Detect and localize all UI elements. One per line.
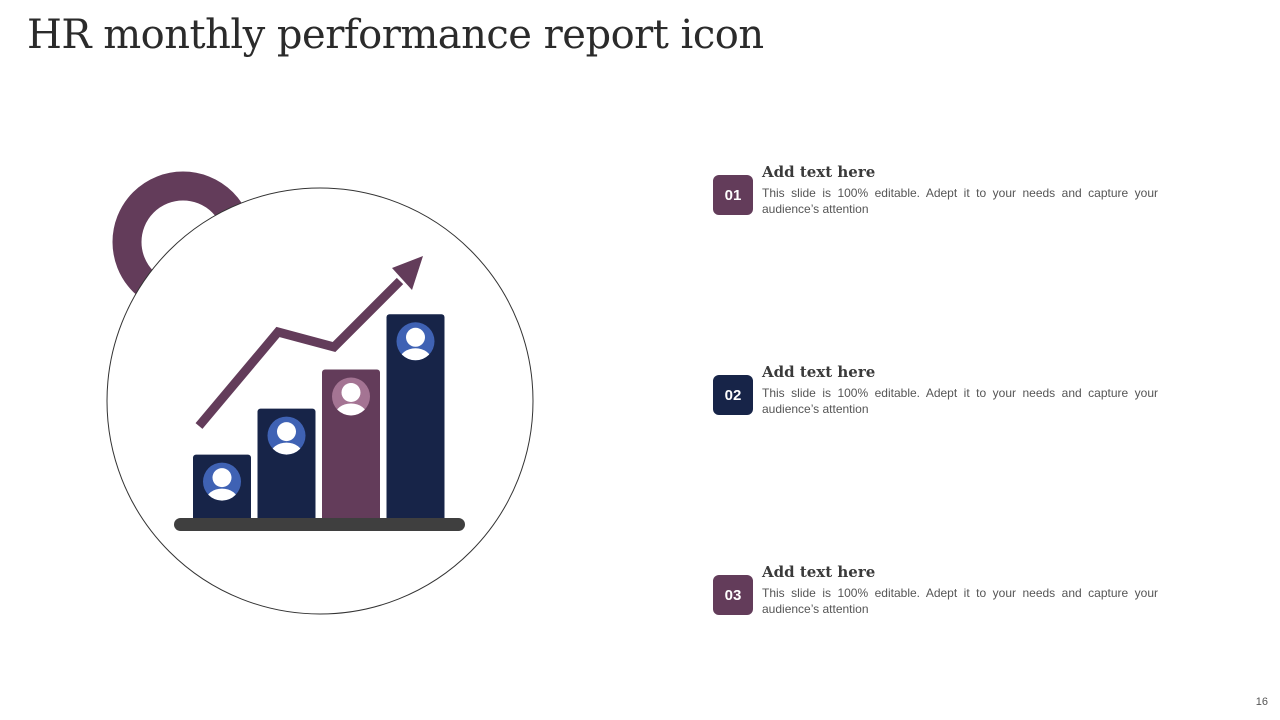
item-description: This slide is 100% editable. Adept it to… — [762, 586, 1158, 616]
user-icon — [332, 377, 370, 416]
user-icon — [203, 462, 241, 501]
user-icon — [396, 322, 435, 361]
item-description: This slide is 100% editable. Adept it to… — [762, 386, 1158, 416]
slide-title: HR monthly performance report icon — [27, 12, 764, 58]
bar-4 — [386, 314, 445, 521]
circle-frame-icon — [106, 187, 534, 615]
item-heading: Add text here — [762, 363, 876, 381]
number-badge: 02 — [713, 375, 753, 415]
user-icon — [267, 416, 306, 455]
item-heading: Add text here — [762, 563, 876, 581]
bar-chart-icon — [193, 314, 445, 521]
page-number: 16 — [1255, 696, 1268, 708]
growth-arrow-icon — [195, 256, 423, 429]
chart-base — [174, 518, 465, 531]
number-badge: 01 — [713, 175, 753, 215]
item-heading: Add text here — [762, 163, 876, 181]
number-badge: 03 — [713, 575, 753, 615]
hr-performance-illustration — [106, 171, 534, 615]
item-description: This slide is 100% editable. Adept it to… — [762, 186, 1158, 216]
